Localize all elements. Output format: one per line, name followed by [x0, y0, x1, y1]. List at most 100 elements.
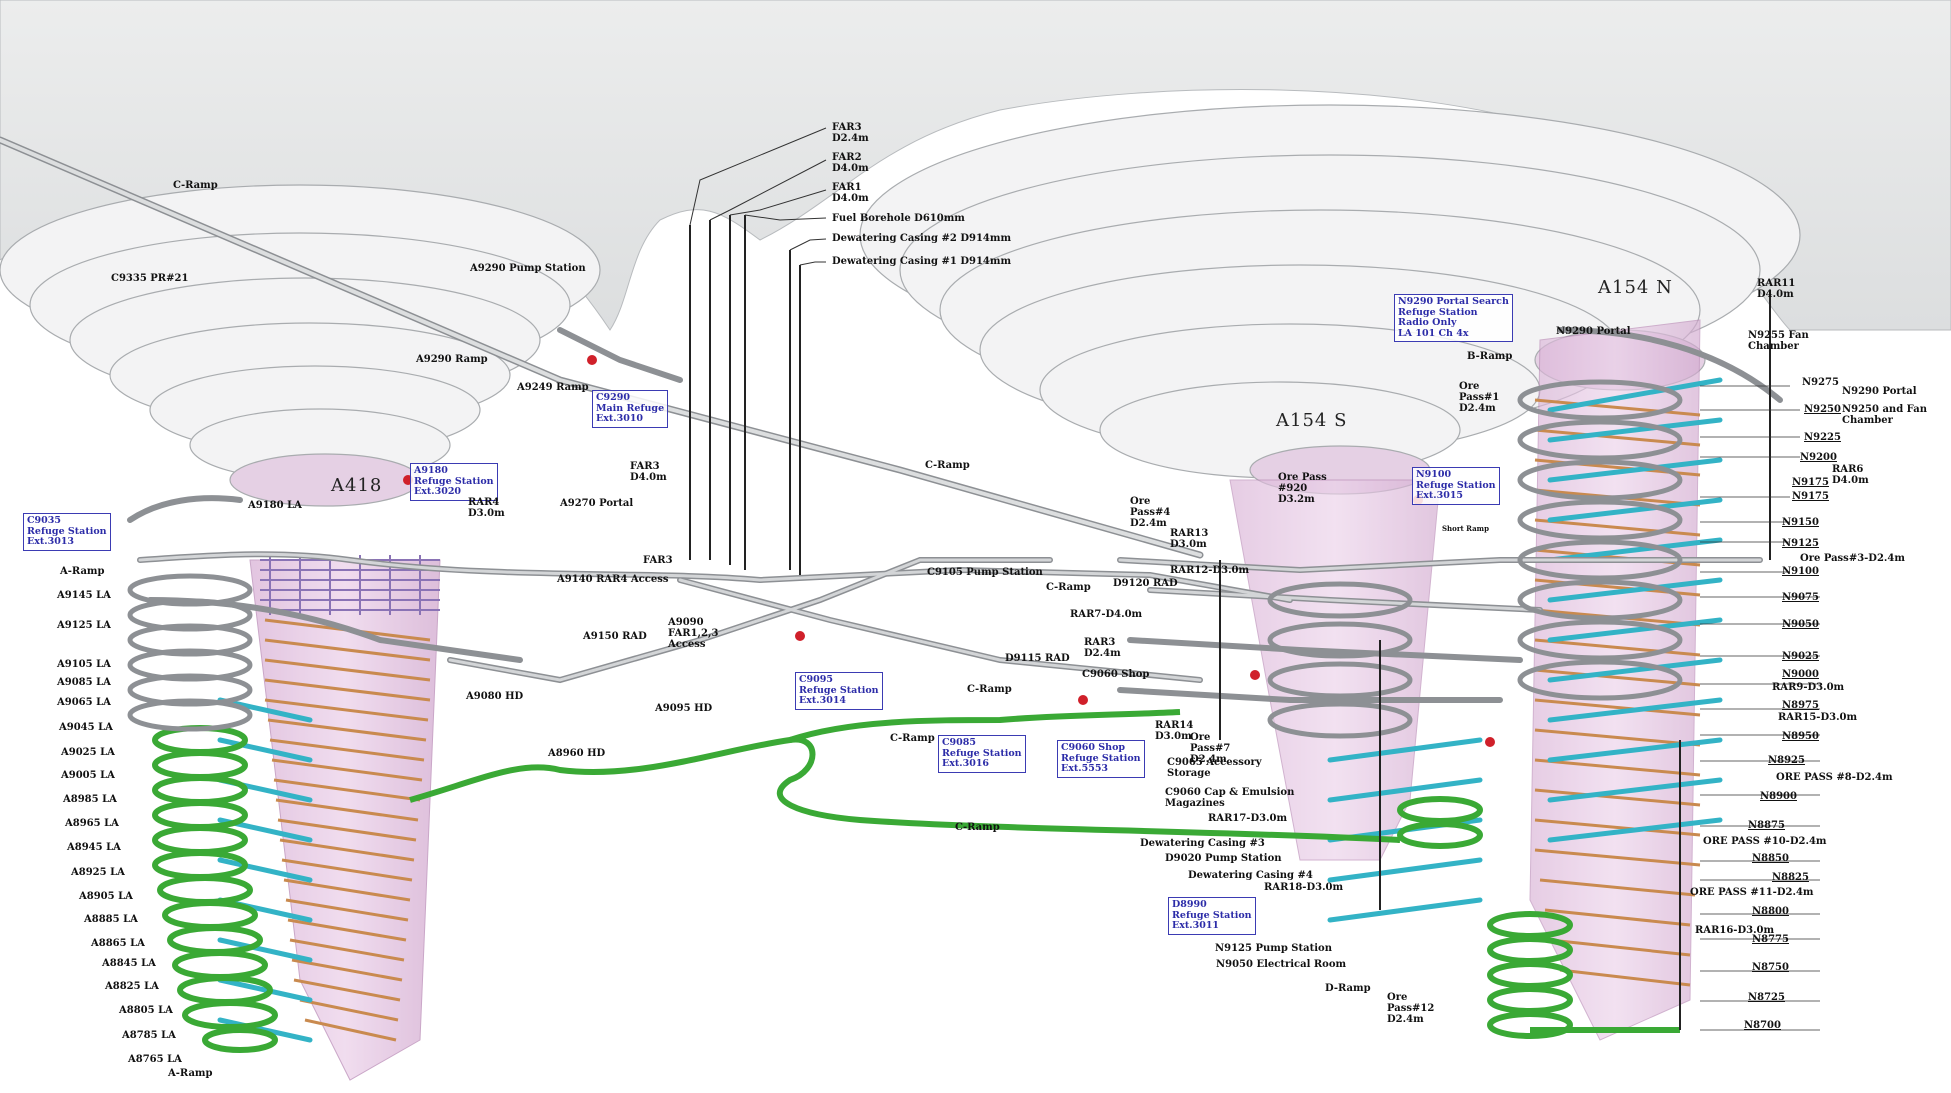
- label-a9105: A9105 LA: [57, 659, 111, 670]
- label-text: RAR4 D3.0m: [468, 497, 505, 519]
- callout-dewatering-1: Dewatering Casing #1 D914mm: [832, 256, 1012, 267]
- label-n8875: N8875: [1748, 820, 1785, 831]
- label-n8825: N8825: [1772, 872, 1809, 883]
- label-a8845: A8845 LA: [102, 958, 156, 969]
- label-a9270-portal: A9270 Portal: [560, 498, 634, 509]
- box-line: Ext.5553: [1061, 763, 1109, 774]
- label-a8785: A8785 LA: [122, 1030, 176, 1041]
- label-a9249: A9249 Ramp: [517, 382, 589, 393]
- ramp-network-inner: [138, 552, 1762, 682]
- label-rar9: RAR9-D3.0m: [1772, 682, 1845, 693]
- label-n8800: N8800: [1752, 906, 1789, 917]
- label-rar17: RAR17-D3.0m: [1208, 813, 1288, 824]
- label-n9175a: N9175: [1792, 477, 1829, 488]
- raises-boreholes: [689, 215, 1771, 1030]
- box-line: Ext.3010: [596, 413, 644, 424]
- box-line: C9095: [799, 674, 834, 685]
- label-rar6: RAR6 D4.0m: [1832, 464, 1870, 486]
- label-n9290-portal-right: N9290 Portal: [1842, 386, 1917, 397]
- label-dewatering-4: Dewatering Casing #4: [1188, 870, 1313, 881]
- label-n9225: N9225: [1804, 432, 1841, 443]
- label-c-ramp-2: C-Ramp: [1046, 582, 1091, 593]
- label-ore-pass-4: Ore Pass#4 D2.4m: [1130, 496, 1190, 529]
- box-line: N9100: [1416, 469, 1452, 480]
- label-n9150: N9150: [1782, 517, 1819, 528]
- label-text: FAR3 D4.0m: [630, 461, 667, 483]
- label-a8925: A8925 LA: [71, 867, 125, 878]
- box-line: Refuge Station: [414, 475, 494, 487]
- label-rar7: RAR7-D4.0m: [1070, 609, 1143, 620]
- label-n9100: N9100: [1782, 566, 1819, 577]
- label-a9025: A9025 LA: [61, 747, 115, 758]
- label-n9050-elec: N9050 Electrical Room: [1216, 959, 1347, 970]
- label-n9025: N9025: [1782, 651, 1819, 662]
- label-text: RAR6 D4.0m: [1832, 464, 1869, 486]
- label-ore-pass-10: ORE PASS #10-D2.4m: [1703, 836, 1827, 847]
- box-line: Refuge Station: [1172, 909, 1252, 921]
- label-rar4: RAR4 D3.0m: [468, 497, 516, 519]
- box-line: D8990: [1172, 899, 1207, 910]
- label-n9250: N9250: [1804, 404, 1841, 415]
- label-a8945: A8945 LA: [67, 842, 121, 853]
- label-short-ramp: Short Ramp: [1442, 523, 1489, 534]
- label-text: N9255 Fan Chamber: [1748, 330, 1809, 352]
- box-line: Refuge Station: [1398, 306, 1478, 318]
- box-line: A9180: [414, 465, 448, 476]
- label-b-ramp: B-Ramp: [1467, 351, 1513, 362]
- right-leaders: [1700, 385, 1820, 1031]
- label-a9090-far: A9090 FAR1,2,3 Access: [668, 617, 748, 650]
- pit-label-a418: A418: [331, 475, 383, 496]
- box-line: C9290: [596, 392, 631, 403]
- label-n8975: N8975: [1782, 700, 1819, 711]
- label-ore-pass-11: ORE PASS #11-D2.4m: [1690, 887, 1814, 898]
- callout-line: FAR3: [832, 122, 862, 133]
- label-n9290-portal: N9290 Portal: [1556, 326, 1631, 337]
- label-a9140-rar4: A9140 RAR4 Access: [557, 574, 669, 585]
- label-a9125: A9125 LA: [57, 620, 111, 631]
- label-text: RAR13 D3.0m: [1170, 528, 1209, 550]
- label-a9005: A9005 LA: [61, 770, 115, 781]
- label-c-ramp-top: C-Ramp: [173, 180, 218, 191]
- callout-leaders: [689, 127, 827, 266]
- label-dewatering-3: Dewatering Casing #3: [1140, 838, 1265, 849]
- box-line: Refuge Station: [1416, 479, 1496, 491]
- box-line: Ext.3014: [799, 695, 847, 706]
- label-n8925: N8925: [1768, 755, 1805, 766]
- label-text: RAR14 D3.0m: [1155, 720, 1194, 742]
- label-a8805: A8805 LA: [119, 1005, 173, 1016]
- label-a9150-rad: A9150 RAD: [583, 631, 647, 642]
- label-ore-pass-8: ORE PASS #8-D2.4m: [1776, 772, 1893, 783]
- box-line: C9035: [27, 515, 62, 526]
- callout-line: FAR2: [832, 152, 862, 163]
- label-ore-pass-920: Ore Pass #920 D3.2m: [1278, 472, 1346, 505]
- label-text: Ore Pass #920 D3.2m: [1278, 472, 1327, 505]
- label-text: C9065 Accessory Storage: [1167, 757, 1262, 779]
- label-d9115-rad: D9115 RAD: [1005, 653, 1070, 664]
- label-text: Ore Pass#1 D2.4m: [1459, 381, 1500, 414]
- label-n9255: N9255 Fan Chamber: [1748, 330, 1810, 352]
- pit-label-a154n: A154 N: [1598, 277, 1673, 298]
- label-n9175b: N9175: [1792, 491, 1829, 502]
- label-n9000: N9000: [1782, 669, 1819, 680]
- label-a9145: A9145 LA: [57, 590, 111, 601]
- label-a8765: A8765 LA: [128, 1054, 182, 1065]
- label-a9045: A9045 LA: [59, 722, 113, 733]
- label-c-ramp-5: C-Ramp: [955, 822, 1000, 833]
- label-a9290-pump: A9290 Pump Station: [470, 263, 586, 274]
- label-ore-pass-7: Ore Pass#7 D2.4m: [1190, 732, 1250, 765]
- label-n9275: N9275: [1802, 377, 1839, 388]
- label-n8750: N8750: [1752, 962, 1789, 973]
- box-line: Ext.3013: [27, 536, 75, 547]
- label-c-ramp-4: C-Ramp: [890, 733, 935, 744]
- label-n8850: N8850: [1752, 853, 1789, 864]
- label-a-ramp-bottom: A-Ramp: [168, 1068, 213, 1079]
- callout-fuel-borehole: Fuel Borehole D610mm: [832, 213, 965, 224]
- label-rar13: RAR13 D3.0m: [1170, 528, 1210, 550]
